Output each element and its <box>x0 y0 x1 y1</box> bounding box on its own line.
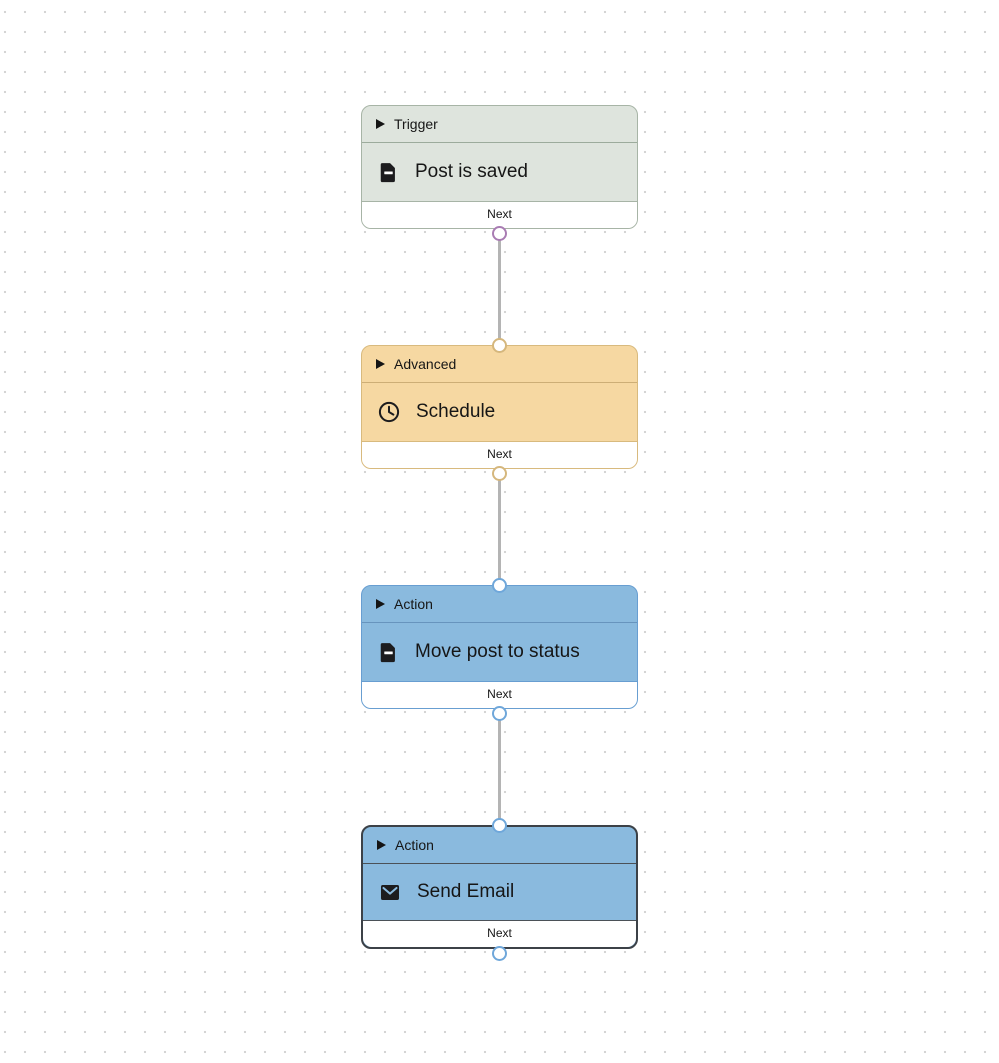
next-label: Next <box>487 687 512 701</box>
document-icon <box>377 161 400 184</box>
port-in-advanced[interactable] <box>492 338 507 353</box>
node-category: Trigger <box>394 116 438 132</box>
port-out-advanced[interactable] <box>492 466 507 481</box>
node-title: Schedule <box>416 401 496 422</box>
expand-arrow-icon <box>376 359 385 369</box>
node-trigger-footer: Next <box>362 201 637 228</box>
port-out-trigger[interactable] <box>492 226 507 241</box>
edge-advanced-to-action1[interactable] <box>498 473 501 587</box>
envelope-icon <box>378 881 402 904</box>
document-icon <box>377 641 400 664</box>
node-category: Action <box>395 837 434 853</box>
node-action-header[interactable]: Action <box>362 586 637 623</box>
node-action-body: Send Email <box>363 864 636 920</box>
expand-arrow-icon <box>377 840 386 850</box>
next-label: Next <box>487 926 512 940</box>
next-label: Next <box>487 207 512 221</box>
port-out-action-move-post[interactable] <box>492 706 507 721</box>
clock-icon <box>377 400 401 424</box>
node-action-header[interactable]: Action <box>363 827 636 864</box>
node-trigger-body: Post is saved <box>362 143 637 201</box>
node-title: Post is saved <box>415 161 528 182</box>
node-action-footer: Next <box>363 920 636 947</box>
node-category: Advanced <box>394 356 457 372</box>
edge-action1-to-action2[interactable] <box>498 713 501 827</box>
expand-arrow-icon <box>376 119 385 129</box>
node-trigger-header[interactable]: Trigger <box>362 106 637 143</box>
node-trigger[interactable]: Trigger Post is saved Next <box>361 105 638 229</box>
node-action-body: Move post to status <box>362 623 637 681</box>
edge-trigger-to-advanced[interactable] <box>498 233 501 347</box>
node-title: Send Email <box>417 881 515 902</box>
node-advanced-body: Schedule <box>362 383 637 441</box>
node-advanced[interactable]: Advanced Schedule Next <box>361 345 638 469</box>
node-action-footer: Next <box>362 681 637 708</box>
node-advanced-footer: Next <box>362 441 637 468</box>
next-label: Next <box>487 447 512 461</box>
port-out-action-send-email[interactable] <box>492 946 507 961</box>
node-action-move-post[interactable]: Action Move post to status Next <box>361 585 638 709</box>
port-in-action-send-email[interactable] <box>492 818 507 833</box>
port-in-action-move-post[interactable] <box>492 578 507 593</box>
node-category: Action <box>394 596 433 612</box>
node-action-send-email[interactable]: Action Send Email Next <box>361 825 638 949</box>
expand-arrow-icon <box>376 599 385 609</box>
node-title: Move post to status <box>415 641 580 662</box>
node-advanced-header[interactable]: Advanced <box>362 346 637 383</box>
